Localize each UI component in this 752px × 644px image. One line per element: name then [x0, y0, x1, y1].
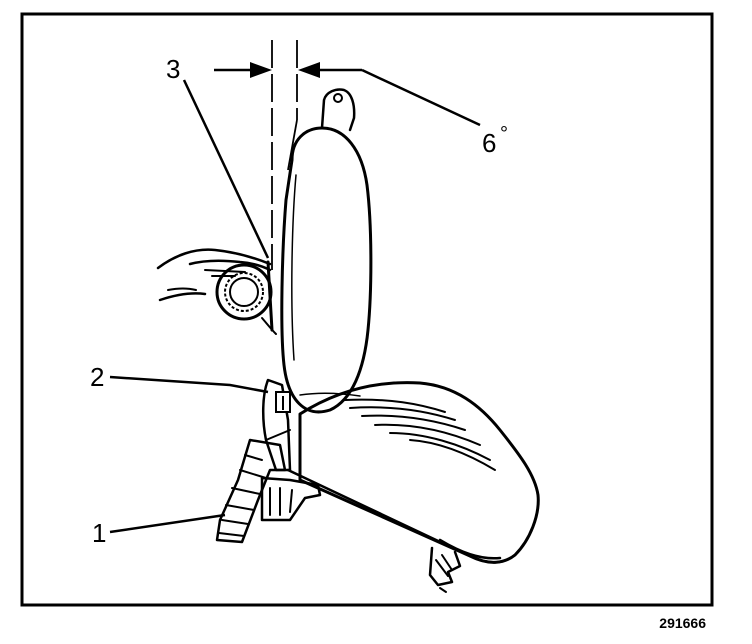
figure-frame	[20, 12, 714, 607]
seat-cushion	[286, 381, 540, 564]
callout-3: 3	[166, 54, 180, 84]
leader-3	[182, 79, 270, 259]
callout-1: 1	[92, 518, 106, 548]
rear-leg	[428, 546, 462, 593]
leader-2	[109, 375, 269, 394]
hand-with-angle-gauge	[156, 248, 277, 335]
seat-back	[280, 126, 373, 414]
callout-leaders	[109, 79, 270, 534]
leader-1	[109, 513, 226, 534]
recliner-bracket	[262, 378, 292, 472]
figure-number: 291666	[659, 615, 706, 631]
seat-illustration	[156, 40, 540, 593]
angle-dimension-arrows	[214, 62, 481, 127]
callout-angle-value: 6	[482, 128, 496, 158]
callout-angle-unit: °	[500, 123, 508, 145]
angle-reference-lines	[271, 40, 298, 270]
headrest-tab	[320, 88, 356, 132]
seat-frame-bracket	[215, 438, 322, 544]
callout-2: 2	[90, 362, 104, 392]
